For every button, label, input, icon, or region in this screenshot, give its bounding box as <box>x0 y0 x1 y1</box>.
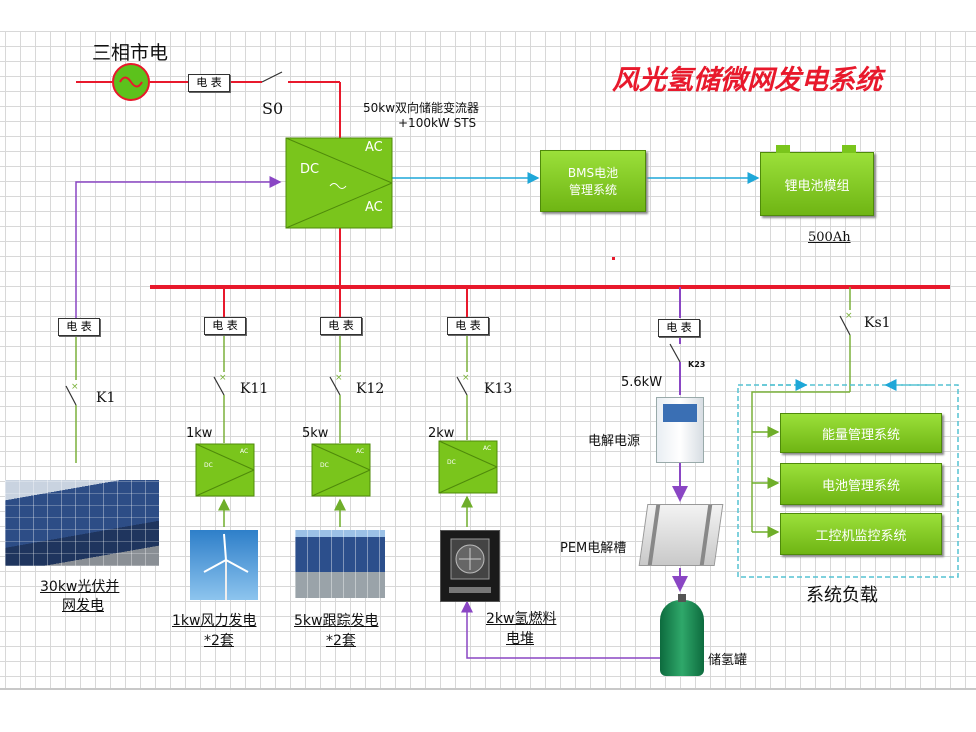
grid-feed-line <box>76 71 341 138</box>
pv-meter: 电 表 <box>58 318 100 336</box>
mini2-dc: DC <box>320 462 329 469</box>
wind-power: 1kw <box>186 426 213 441</box>
bms-line2: 管理系统 <box>568 183 617 197</box>
switch-k11-label: K11 <box>240 381 269 397</box>
svg-text:×: × <box>219 373 227 383</box>
load-bms-box: 电池管理系统 <box>780 463 942 505</box>
wind-label-2: *2套 <box>204 633 234 649</box>
mini-inverter-3 <box>438 440 498 494</box>
battery-capacity: 500Ah <box>808 230 851 245</box>
pcs-label-1: 50kw双向储能变流器 <box>363 101 480 115</box>
fuelcell-meter: 电 表 <box>447 317 489 335</box>
battery-terminal-left <box>776 145 790 153</box>
bottom-margin <box>0 688 976 732</box>
pv-label-1: 30kw光伏并 <box>40 579 120 595</box>
ac-source-icon <box>112 63 150 101</box>
switch-s0-label: S0 <box>262 99 284 118</box>
hydrogen-tank-image <box>660 594 704 676</box>
fuel-cell-image <box>440 530 500 602</box>
load-bms-label: 电池管理系统 <box>821 478 900 494</box>
pv-label-2: 网发电 <box>62 598 104 614</box>
wind-turbine-image <box>190 530 258 600</box>
tracker-label-2: *2套 <box>326 633 356 649</box>
fuelcell-label-2: 电堆 <box>506 631 534 647</box>
pcs-ac-top-label: AC <box>365 140 383 155</box>
pcs-ac-bottom-label: AC <box>365 200 383 215</box>
battery-terminal-right <box>842 145 856 153</box>
pcs-label-2: +100kW STS <box>398 116 477 130</box>
battery-box: 锂电池模组 <box>760 152 874 216</box>
fuelcell-power: 2kw <box>428 426 455 441</box>
mini-inverter-1 <box>195 443 255 497</box>
load-ems-label: 能量管理系统 <box>821 427 900 443</box>
load-ems-box: 能量管理系统 <box>780 413 942 453</box>
tank-label: 储氢罐 <box>708 653 748 668</box>
mini3-dc: DC <box>447 459 456 466</box>
solar-array-image <box>5 480 159 566</box>
switch-k23-label: K23 <box>688 360 706 369</box>
load-group-frame <box>737 384 959 578</box>
load-ipc-box: 工控机监控系统 <box>780 513 942 555</box>
mini1-dc: DC <box>204 462 213 469</box>
mini2-ac: AC <box>356 448 365 455</box>
mini1-ac: AC <box>240 448 249 455</box>
grid-meter: 电 表 <box>188 74 230 92</box>
wind-label-1: 1kw风力发电 <box>172 613 257 629</box>
svg-text:×: × <box>462 373 470 383</box>
grid-label: 三相市电 <box>92 42 169 64</box>
switch-k12-label: K12 <box>356 381 385 397</box>
svg-text:×: × <box>335 373 343 383</box>
tracker-label-1: 5kw跟踪发电 <box>294 613 379 629</box>
pem-electrolyzer-image <box>638 504 724 566</box>
tracker-power: 5kw <box>302 426 329 441</box>
pcs-inverter-block <box>285 137 393 229</box>
mini-inverter-2 <box>311 443 371 497</box>
fuelcell-label-1: 2kw氢燃料 <box>486 611 557 627</box>
pem-label: PEM电解槽 <box>560 541 627 556</box>
electrolysis-meter: 电 表 <box>658 319 700 337</box>
electrolysis-power: 5.6kW <box>621 375 663 390</box>
svg-text:×: × <box>71 382 79 392</box>
bms-box: BMS电池 管理系统 <box>540 150 646 212</box>
mini3-ac: AC <box>483 445 492 452</box>
loads-caption: 系统负载 <box>806 585 878 606</box>
switch-ks1-label: Ks1 <box>864 315 891 331</box>
electrolysis-supply-label: 电解电源 <box>588 434 641 449</box>
bms-line1: BMS电池 <box>567 166 619 180</box>
tracker-meter: 电 表 <box>320 317 362 335</box>
load-ipc-label: 工控机监控系统 <box>815 528 907 544</box>
diagram-title: 风光氢储微网发电系统 <box>612 65 882 96</box>
switch-k13-label: K13 <box>484 381 513 397</box>
solar-tracker-image <box>295 530 385 598</box>
pcs-dc-label: DC <box>300 162 320 177</box>
battery-label: 锂电池模组 <box>784 178 850 194</box>
switch-k1-label: K1 <box>96 390 116 406</box>
electrolysis-power-supply-image <box>656 397 704 463</box>
wind-meter: 电 表 <box>204 317 246 335</box>
pv-dc-line <box>75 176 282 318</box>
svg-text:×: × <box>845 311 853 321</box>
top-margin <box>0 0 976 31</box>
